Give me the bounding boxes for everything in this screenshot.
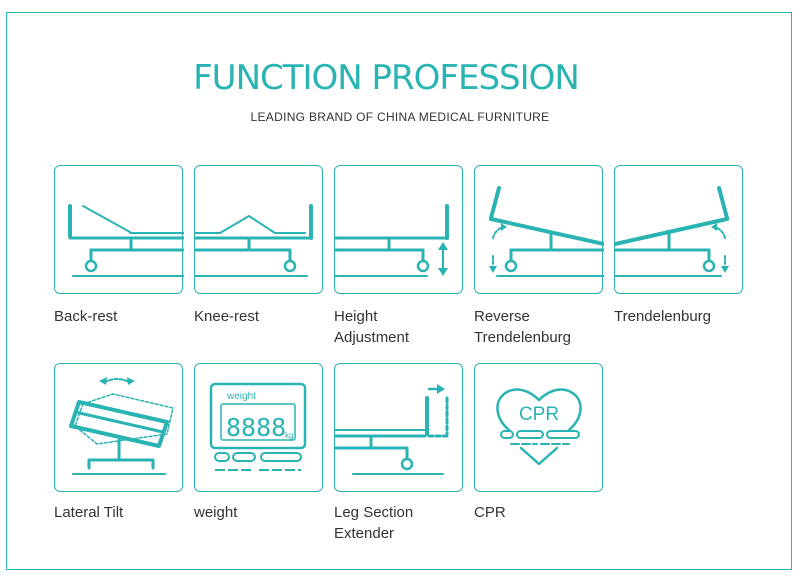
scale-unit: kg [285, 431, 293, 440]
lateral-tilt-icon [69, 377, 174, 475]
back-rest-icon [68, 204, 184, 277]
leg-extender-icon [335, 384, 449, 475]
page-frame [6, 12, 792, 570]
reverse-trendelenburg-icon [489, 186, 604, 277]
function-tile-knee-rest [194, 165, 323, 294]
scale-digits: 8888 [226, 413, 286, 442]
trendelenburg-icon [615, 186, 729, 277]
cpr-heart-icon: CPR [496, 388, 582, 466]
function-tile-cpr: CPR [474, 363, 603, 492]
function-label-back-rest: Back-rest [54, 308, 118, 325]
function-label-weight: weight [194, 504, 238, 521]
cpr-badge-text: CPR [519, 404, 559, 425]
function-label-knee-rest: Knee-rest [194, 308, 260, 325]
page-title: FUNCTION PROFESSION [193, 58, 580, 98]
weight-scale-icon: weight 8888 kg [209, 382, 307, 471]
function-label-lateral-tilt: Lateral Tilt [54, 504, 124, 521]
function-tile-weight: weight 8888 kg [194, 363, 323, 492]
function-tile-reverse-trendelenburg [474, 165, 604, 294]
scale-label: weight [226, 391, 256, 402]
function-label-cpr: CPR [474, 504, 506, 521]
page-subtitle: LEADING BRAND OF CHINA MEDICAL FURNITURE [250, 110, 550, 124]
function-tile-leg-extender [334, 363, 463, 492]
function-label-height-adjustment: Height Adjustment [334, 308, 410, 346]
function-label-reverse-trendelenburg: Reverse Trendelenburg [474, 308, 572, 346]
height-adjustment-icon [335, 204, 449, 277]
function-tile-trendelenburg [614, 165, 743, 294]
function-tile-height-adjustment [334, 165, 463, 294]
function-label-leg-extender: Leg Section Extender [334, 504, 414, 542]
function-tile-back-rest [54, 165, 184, 294]
function-tile-lateral-tilt [54, 363, 183, 492]
knee-rest-icon [195, 204, 313, 277]
function-label-trendelenburg: Trendelenburg [614, 308, 712, 325]
